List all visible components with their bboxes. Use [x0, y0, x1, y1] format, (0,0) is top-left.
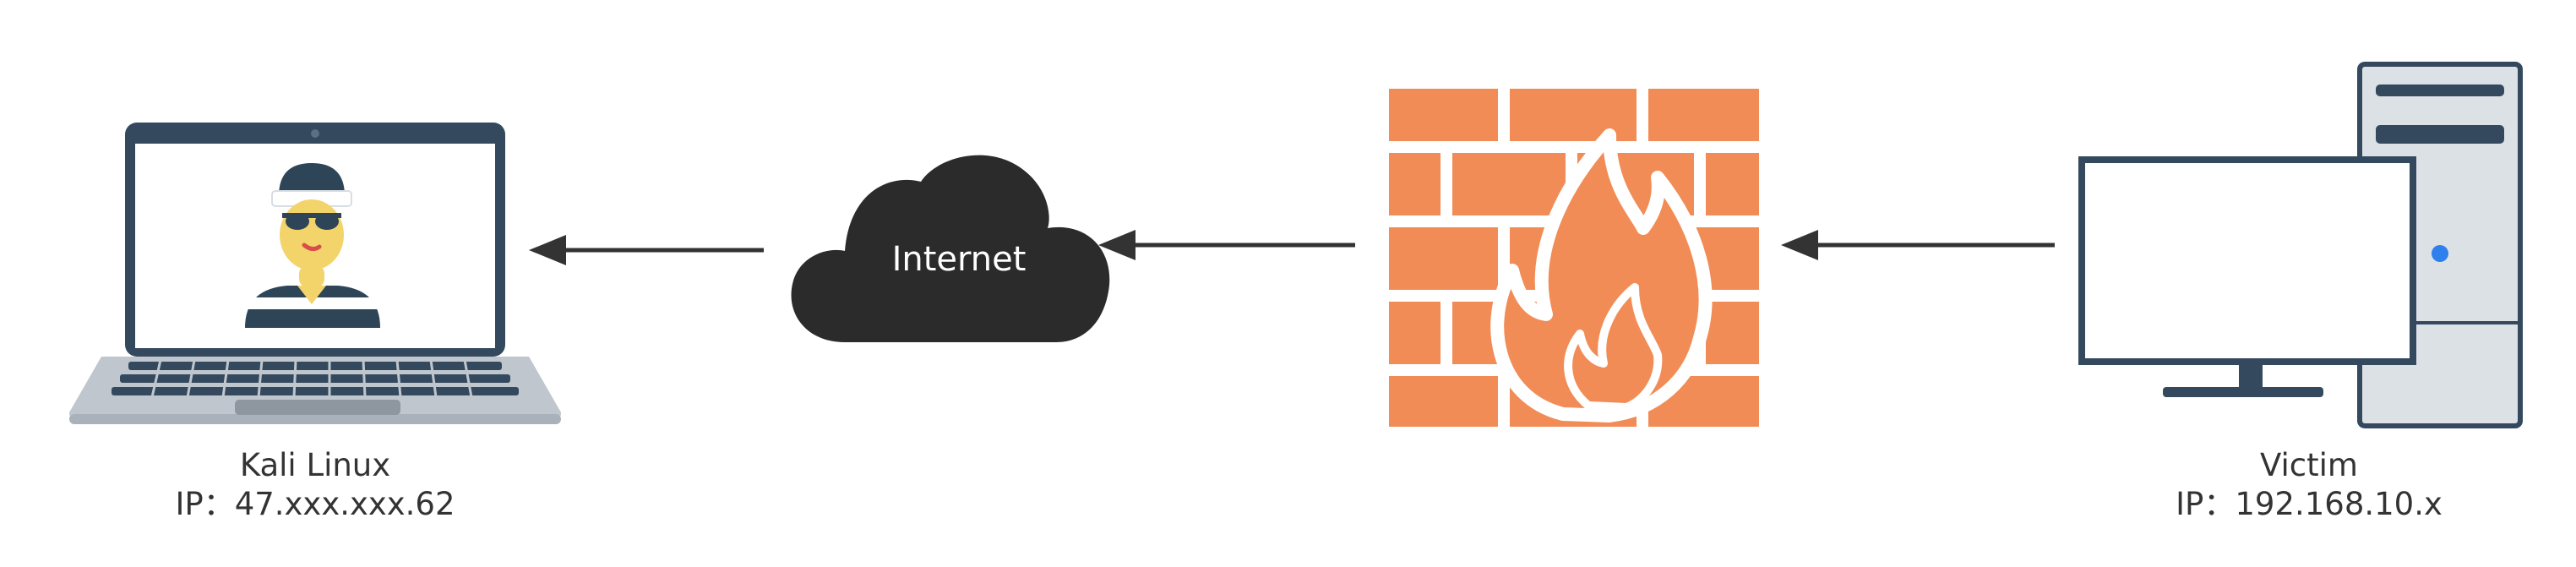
- brick-firewall-icon: [1389, 89, 1759, 427]
- attacker-caption: Kali Linux IP：47.xxx.xxx.62: [146, 446, 484, 524]
- attacker-ip: IP：47.xxx.xxx.62: [175, 486, 455, 522]
- victim-name: Victim: [2260, 447, 2358, 483]
- hacker-avatar-icon: [245, 163, 380, 328]
- power-led: [2432, 245, 2448, 262]
- victim-ip: IP：192.168.10.x: [2176, 486, 2443, 522]
- desktop-computer-icon: [2078, 62, 2523, 428]
- internet-label: Internet: [892, 240, 1027, 279]
- victim-caption: Victim IP：192.168.10.x: [2140, 446, 2478, 524]
- arrow-internet-to-attacker: [529, 235, 764, 265]
- hacker-laptop-icon: [69, 123, 561, 424]
- cloud-icon: Internet: [791, 155, 1110, 342]
- arrow-victim-to-firewall: [1781, 230, 2055, 260]
- arrow-firewall-to-internet: [1098, 230, 1355, 260]
- attacker-name: Kali Linux: [239, 447, 391, 483]
